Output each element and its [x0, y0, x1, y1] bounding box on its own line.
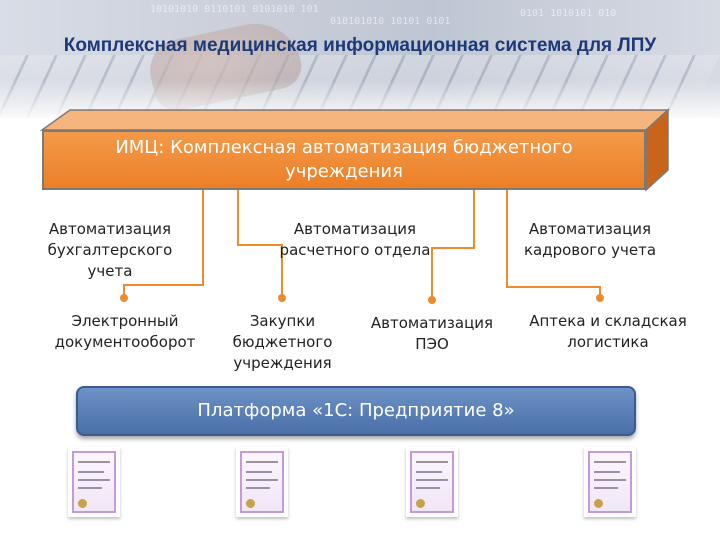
connector-dot — [120, 294, 128, 302]
module-document-flow: Электронный документооборот — [54, 312, 196, 351]
connector-line — [123, 190, 204, 297]
certificate-image — [584, 447, 636, 517]
module-peo: Автоматизация ПЭО — [370, 314, 494, 353]
binary-digits-decoration: 10101010 0110101 0101010 101 — [150, 4, 319, 15]
module-payroll: Автоматизация расчетного отдела — [279, 220, 431, 259]
imc-box-top-face — [39, 109, 670, 131]
page-title: Комплексная медицинская информационная с… — [63, 35, 657, 56]
module-procurement: Закупки бюджетного учреждения — [232, 312, 333, 372]
connector-dot — [428, 296, 436, 304]
platform-label: Платформа «1С: Предприятие 8» — [197, 400, 515, 421]
connector-line — [237, 190, 283, 297]
connector-dot — [278, 294, 286, 302]
certificate-image — [68, 447, 120, 517]
imc-label: ИМЦ: Комплексная автоматизация бюджетног… — [115, 137, 573, 182]
module-pharmacy-logistics: Аптека и складская логистика — [529, 312, 687, 351]
module-hr: Автоматизация кадрового учета — [523, 220, 657, 259]
connector-line — [506, 190, 601, 297]
binary-digits-decoration: 010101010 10101 0101 — [330, 16, 451, 27]
connector-line — [431, 190, 475, 299]
platform-box: Платформа «1С: Предприятие 8» — [76, 386, 636, 436]
binary-digits-decoration: 0101 1010101 010 — [520, 8, 617, 19]
module-accounting: Автоматизация бухгалтерского учета — [47, 220, 173, 280]
certificate-image — [406, 447, 458, 517]
certificate-image — [236, 447, 288, 517]
imc-box: ИМЦ: Комплексная автоматизация бюджетног… — [42, 130, 646, 190]
header-background-photo: 10101010 0110101 0101010 101 010101010 1… — [0, 0, 720, 118]
imc-box-side-face — [645, 108, 669, 192]
connector-dot — [596, 294, 604, 302]
